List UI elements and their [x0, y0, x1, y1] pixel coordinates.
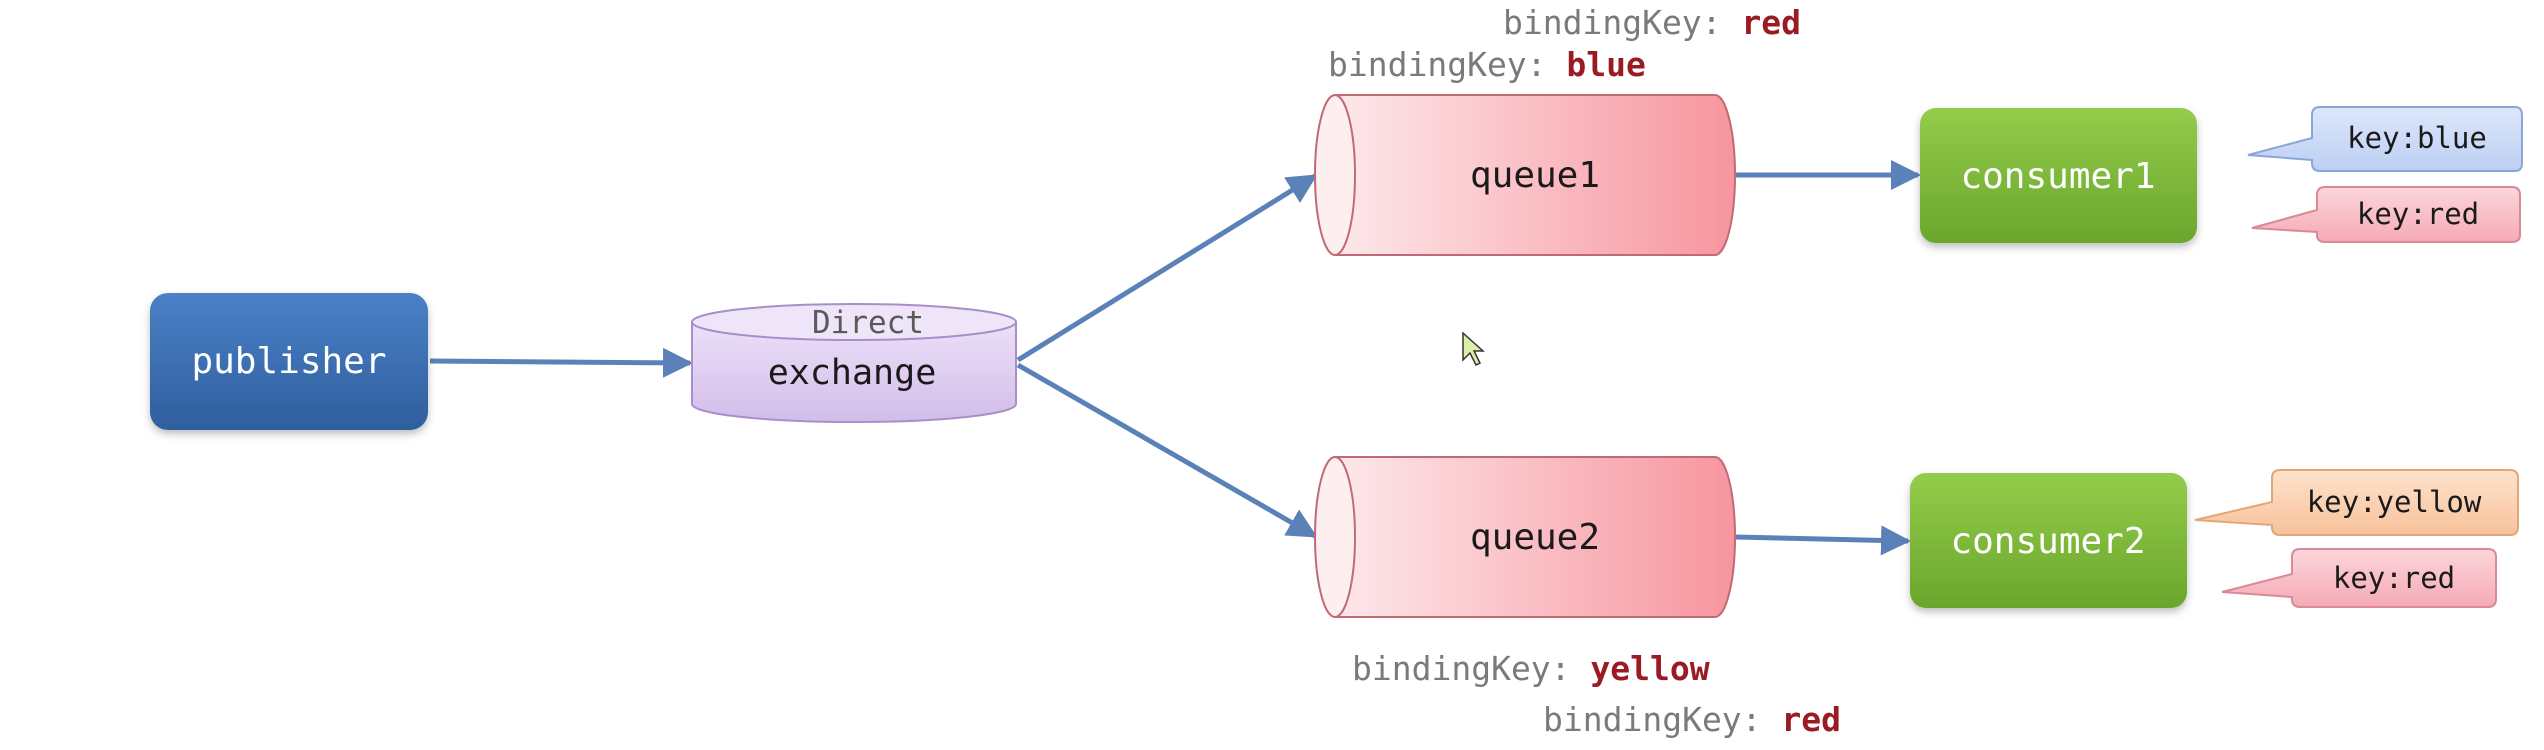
consumer2-key-red-callout: key:red [2221, 548, 2497, 608]
queue1-binding-key-red: bindingKey: red [1503, 6, 1801, 39]
arrow-exchange-queue2 [1016, 362, 1318, 539]
consumer1-label: consumer1 [1960, 156, 2155, 197]
consumer2-node: consumer2 [1910, 473, 2187, 608]
binding-key-prefix: bindingKey: [1352, 649, 1591, 688]
queue2-binding-key-yellow: bindingKey: yellow [1352, 652, 1710, 685]
publisher-node: publisher [150, 293, 428, 430]
queue1-binding-key-blue: bindingKey: blue [1328, 48, 1646, 81]
queue1-node: queue1 [1314, 94, 1736, 256]
binding-key-value: blue [1566, 45, 1646, 84]
consumer1-key-red-callout: key:red [2251, 186, 2521, 243]
consumer1-key-1: key:blue [2347, 121, 2487, 155]
mouse-cursor-icon [1462, 331, 1485, 367]
consumer2-key-yellow-callout: key:yellow [2194, 469, 2519, 536]
binding-key-prefix: bindingKey: [1328, 45, 1567, 84]
queue1-label: queue1 [1470, 155, 1600, 196]
arrow-exchange-queue1 [1016, 173, 1318, 363]
exchange-node: Direct exchange [691, 303, 1017, 423]
publisher-label: publisher [191, 341, 386, 382]
binding-key-prefix: bindingKey: [1543, 700, 1782, 739]
consumer1-key-blue-callout: key:blue [2247, 106, 2523, 172]
consumer1-key-2: key:red [2357, 197, 2479, 231]
exchange-type-label: Direct [812, 305, 924, 341]
consumer2-key-2: key:red [2333, 561, 2455, 595]
arrow-queue2-consumer2 [1734, 525, 1911, 556]
consumer1-node: consumer1 [1920, 108, 2197, 243]
binding-key-prefix: bindingKey: [1503, 3, 1742, 42]
binding-key-value: red [1741, 3, 1802, 42]
queue2-node: queue2 [1314, 456, 1736, 618]
consumer2-key-1: key:yellow [2307, 485, 2482, 519]
consumer2-label: consumer2 [1950, 521, 2145, 562]
binding-key-value: red [1781, 700, 1842, 739]
arrow-publisher-exchange [429, 347, 693, 378]
exchange-label: exchange [768, 353, 937, 393]
queue2-label: queue2 [1470, 517, 1600, 558]
binding-key-value: yellow [1590, 649, 1710, 688]
queue2-binding-key-red: bindingKey: red [1543, 703, 1841, 736]
